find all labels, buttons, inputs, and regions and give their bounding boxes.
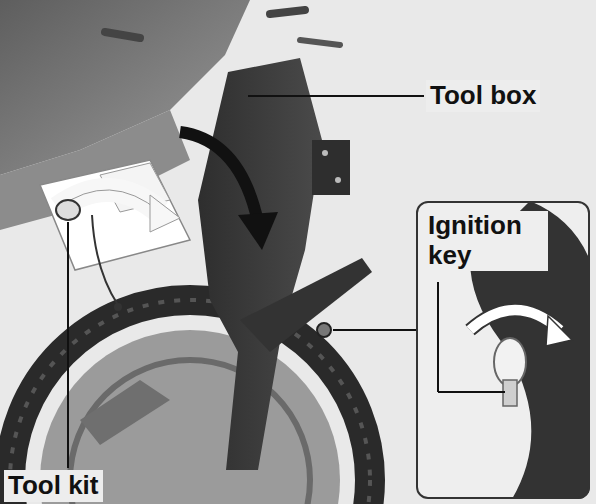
handle (105, 32, 140, 38)
handle (270, 10, 305, 14)
swing-arm (80, 380, 170, 445)
ignition-key (494, 338, 526, 386)
turn-arrow-head (546, 316, 572, 346)
motion-arrow (180, 132, 258, 222)
leader-line (67, 222, 69, 468)
motion-arrow-head (238, 212, 278, 250)
part-label: Tool kit (4, 470, 103, 502)
part-label: Tool box (426, 80, 540, 112)
lock-bolt (317, 323, 331, 337)
rear-fender (240, 258, 372, 352)
leader-line (248, 95, 424, 97)
leader-line (438, 391, 505, 393)
tool-kit-pouch (40, 160, 190, 270)
inset-panel: Ignition key (416, 201, 590, 499)
leader-line (333, 329, 416, 331)
strap-arrow-head (150, 195, 180, 232)
sprocket (70, 360, 310, 504)
plate-bracket (312, 140, 350, 195)
handle (300, 40, 340, 45)
cable (92, 215, 118, 305)
turn-arrow (470, 310, 560, 330)
part-label: Ignition key (428, 211, 548, 271)
roll-end (56, 200, 80, 220)
leader-line (437, 282, 439, 392)
tool-box (198, 58, 322, 470)
key-stem (503, 380, 517, 406)
